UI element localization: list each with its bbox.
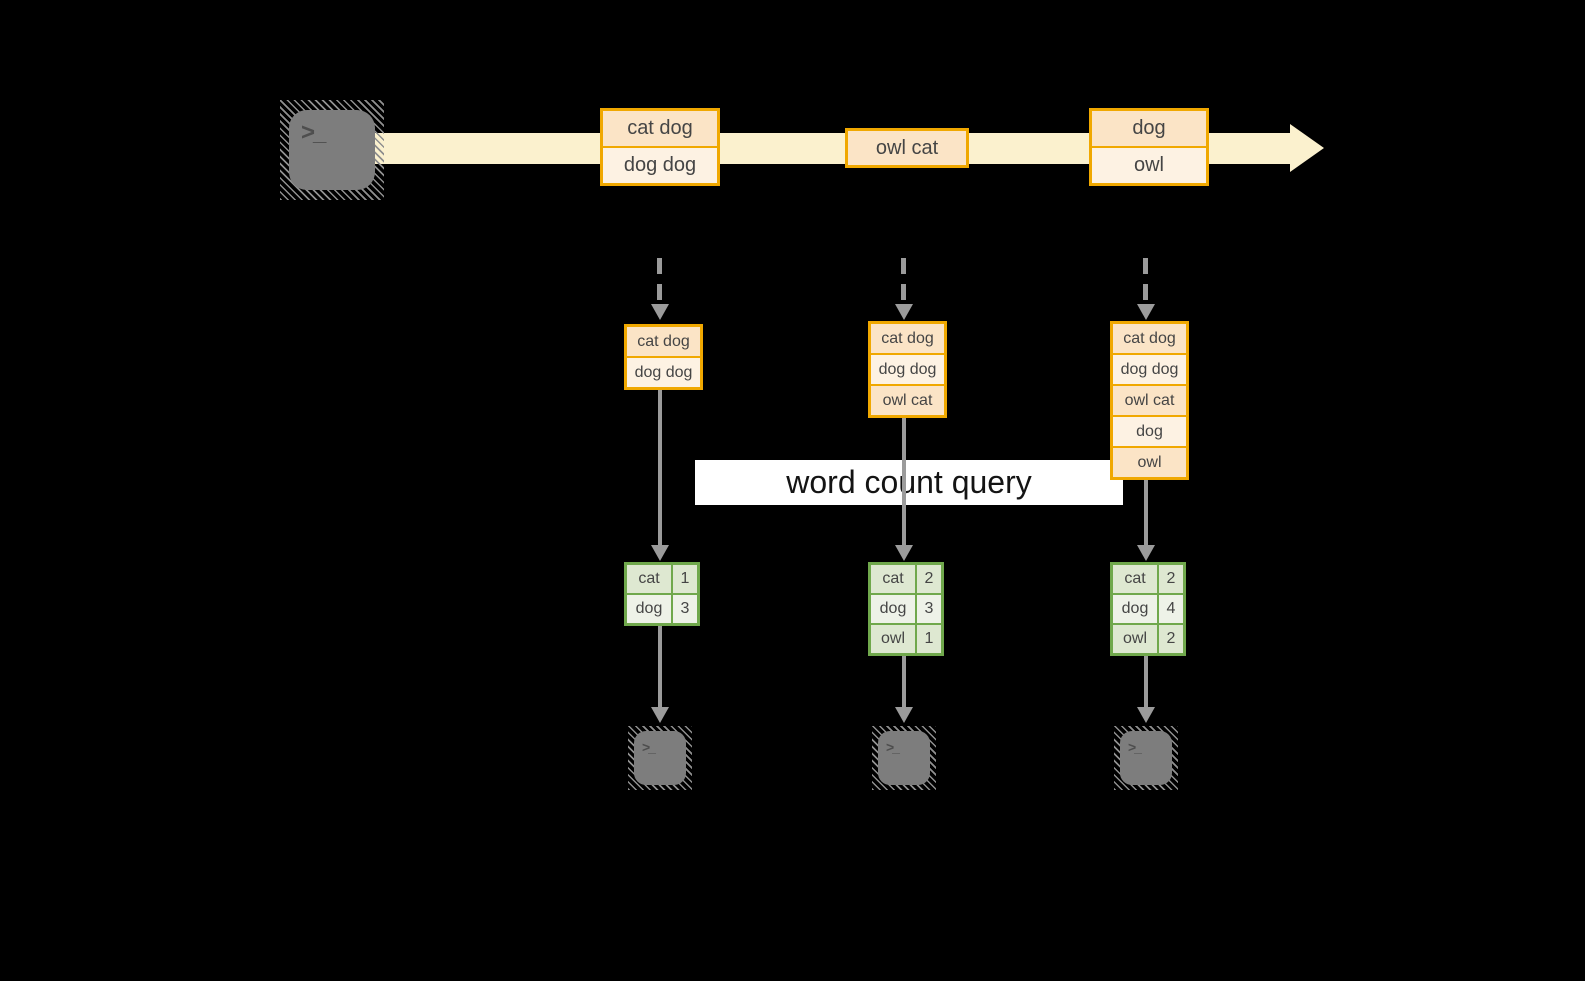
state-buffer-box: cat dog dog dog	[624, 324, 703, 390]
count-value-cell: 1	[673, 565, 697, 593]
count-value-cell: 4	[1159, 595, 1183, 623]
terminal-prompt-icon: >_	[642, 739, 656, 755]
source-terminal-icon: >_	[280, 100, 384, 200]
terminal-prompt-icon: >_	[301, 119, 326, 146]
state-line: cat dog	[871, 324, 944, 353]
down-arrow	[1144, 656, 1148, 709]
word-count-table: cat 2 dog 4 owl 2	[1110, 562, 1186, 656]
count-value-cell: 3	[673, 595, 697, 623]
stream-event-line: owl	[1092, 148, 1206, 183]
word-count-query-label: word count query	[695, 460, 1123, 505]
down-arrowhead-icon	[651, 707, 669, 723]
word-count-table: cat 1 dog 3	[624, 562, 700, 626]
state-line: dog dog	[1113, 355, 1186, 384]
state-line: cat dog	[1113, 324, 1186, 353]
count-value-cell: 1	[917, 625, 941, 653]
state-line: dog dog	[871, 355, 944, 384]
down-arrowhead-icon	[895, 545, 913, 561]
output-terminal-icon: >_	[872, 726, 936, 790]
stream-event-box: dog owl	[1089, 108, 1209, 186]
count-word-cell: dog	[1113, 595, 1157, 623]
down-arrowhead-icon	[895, 707, 913, 723]
stream-event-line: dog	[1092, 111, 1206, 146]
stream-event-line: owl cat	[848, 131, 966, 165]
state-line: owl	[1113, 448, 1186, 477]
count-word-cell: cat	[871, 565, 915, 593]
stream-event-box: owl cat	[845, 128, 969, 168]
output-terminal-icon: >_	[628, 726, 692, 790]
count-value-cell: 2	[1159, 625, 1183, 653]
dashed-arrow	[1143, 258, 1148, 300]
stream-event-box: cat dog dog dog	[600, 108, 720, 186]
query-label-text: word count query	[786, 464, 1032, 500]
count-word-cell: cat	[627, 565, 671, 593]
state-line: dog	[1113, 417, 1186, 446]
dashed-arrowhead-icon	[895, 304, 913, 320]
state-line: dog dog	[627, 358, 700, 387]
down-arrowhead-icon	[1137, 545, 1155, 561]
stream-event-line: cat dog	[603, 111, 717, 146]
count-word-cell: owl	[871, 625, 915, 653]
terminal-prompt-icon: >_	[1128, 739, 1142, 755]
state-buffer-box: cat dog dog dog owl cat dog owl	[1110, 321, 1189, 480]
down-arrowhead-icon	[651, 545, 669, 561]
state-buffer-box: cat dog dog dog owl cat	[868, 321, 947, 418]
count-value-cell: 3	[917, 595, 941, 623]
state-line: owl cat	[871, 386, 944, 415]
count-word-cell: cat	[1113, 565, 1157, 593]
stream-arrowhead-icon	[1290, 124, 1324, 172]
down-arrow	[902, 656, 906, 709]
word-count-table: cat 2 dog 3 owl 1	[868, 562, 944, 656]
count-word-cell: dog	[871, 595, 915, 623]
down-arrow	[902, 418, 906, 547]
count-word-cell: dog	[627, 595, 671, 623]
down-arrow	[658, 626, 662, 709]
dashed-arrow	[657, 258, 662, 300]
state-line: owl cat	[1113, 386, 1186, 415]
count-value-cell: 2	[1159, 565, 1183, 593]
down-arrow	[1144, 480, 1148, 547]
down-arrow	[658, 390, 662, 547]
count-value-cell: 2	[917, 565, 941, 593]
dashed-arrow	[901, 258, 906, 300]
output-terminal-icon: >_	[1114, 726, 1178, 790]
dashed-arrowhead-icon	[651, 304, 669, 320]
terminal-prompt-icon: >_	[886, 739, 900, 755]
down-arrowhead-icon	[1137, 707, 1155, 723]
state-line: cat dog	[627, 327, 700, 356]
count-word-cell: owl	[1113, 625, 1157, 653]
dashed-arrowhead-icon	[1137, 304, 1155, 320]
stream-event-line: dog dog	[603, 148, 717, 183]
